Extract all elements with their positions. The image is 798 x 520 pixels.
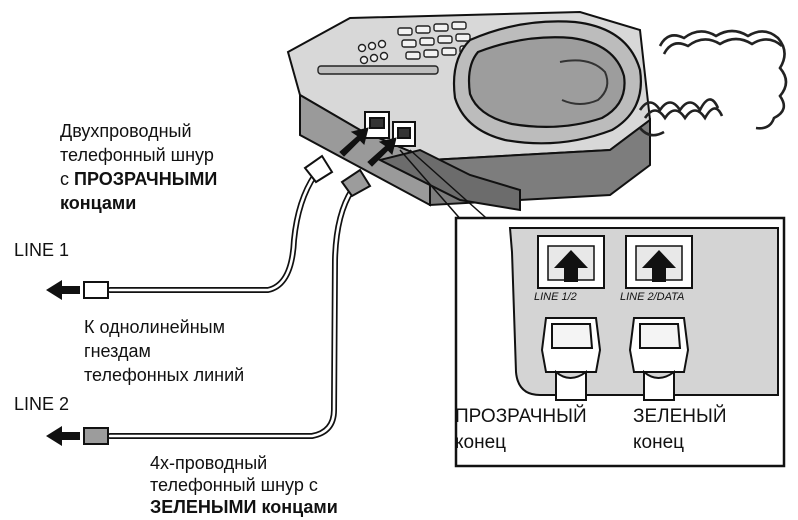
cords — [107, 172, 355, 439]
four-wire-label-line2: телефонный шнур с — [150, 475, 318, 495]
to-jacks-line3: телефонных линий — [84, 365, 245, 385]
clear-end-label-line2: конец — [455, 432, 507, 453]
cord-plugs-top — [303, 154, 372, 198]
two-wire-prefix: с — [60, 169, 75, 189]
phone-jacks — [364, 111, 416, 147]
wall-plugs — [83, 281, 109, 445]
jack-label-left: LINE 1/2 — [534, 291, 577, 303]
left-arrows — [46, 280, 80, 446]
handset — [452, 20, 642, 145]
jack-label-right: LINE 2/DATA — [620, 291, 685, 303]
two-wire-label-line4: концами — [60, 193, 137, 213]
to-jacks-line1: К однолинейным — [84, 317, 225, 337]
line2-label: LINE 2 — [14, 394, 70, 414]
four-wire-rest: концами — [256, 497, 338, 517]
four-wire-green-ends: ЗЕЛЕНЫМИ — [150, 497, 257, 517]
inset-plugs — [540, 317, 690, 401]
to-jacks-line2: гнездам — [84, 341, 151, 361]
green-end-label-line2: конец — [633, 432, 685, 453]
two-wire-clear-ends: ПРОЗРАЧНЫМИ — [74, 169, 218, 189]
coiled-cord — [638, 29, 788, 137]
keypad — [317, 21, 475, 75]
green-end-label-line1: ЗЕЛЕНЫЙ — [633, 406, 727, 427]
two-wire-label-line2: телефонный шнур — [60, 145, 214, 165]
clear-end-label-line1: ПРОЗРАЧНЫЙ — [455, 406, 587, 427]
four-wire-label-line3: ЗЕЛЕНЫМИ концами — [150, 496, 338, 518]
two-wire-label-line3: с ПРОЗРАЧНЫМИ — [60, 168, 217, 190]
zoom-inset — [454, 216, 786, 468]
four-wire-label-line1: 4х-проводный — [150, 453, 268, 473]
inset-up-arrows — [554, 250, 676, 282]
insert-arrows — [339, 127, 397, 167]
two-wire-label-line1: Двухпроводный — [60, 121, 192, 141]
line1-label: LINE 1 — [14, 240, 70, 260]
